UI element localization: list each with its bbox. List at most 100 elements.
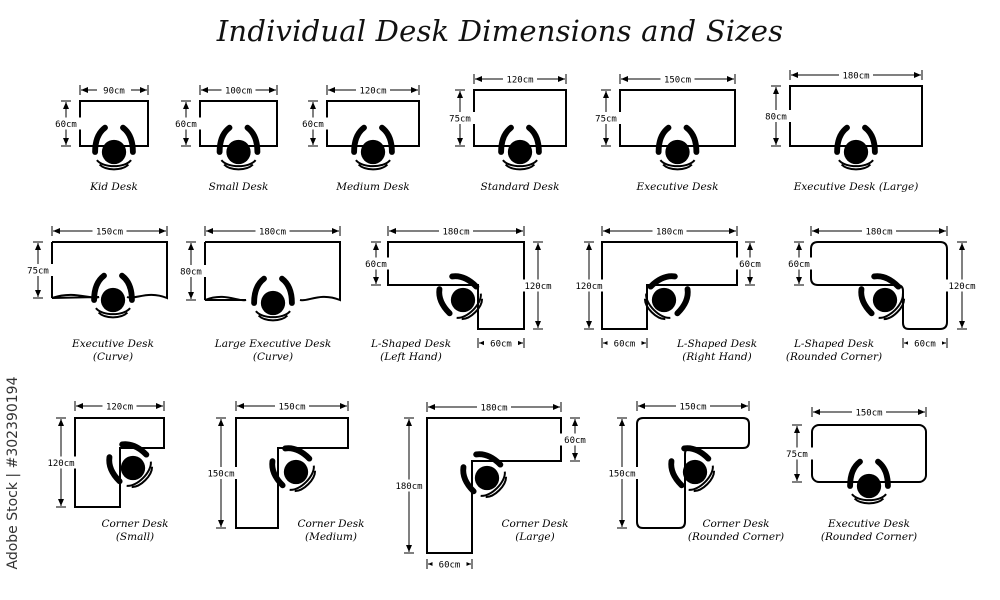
label-bg	[484, 337, 518, 349]
person-arm	[436, 286, 453, 317]
person-head	[682, 459, 708, 485]
person-arm	[106, 454, 123, 485]
desk-outline	[789, 85, 923, 147]
dimension-label: 180cm	[656, 228, 683, 238]
label-bg	[607, 337, 642, 349]
label-bg	[102, 400, 137, 412]
desk-name: Kid Desk	[89, 181, 138, 193]
chair-back	[840, 163, 872, 171]
desk-outline	[199, 100, 278, 147]
arrow-head	[773, 87, 779, 94]
person-arm	[460, 464, 477, 495]
dimension-label: 120cm	[575, 282, 602, 292]
person-arm	[119, 441, 150, 458]
desk-outline	[636, 417, 750, 529]
watermark: Adobe Stock | #302390194	[4, 360, 22, 585]
chair-back	[294, 470, 317, 493]
label-bg	[204, 467, 238, 479]
chair-back	[853, 497, 885, 505]
arrow-head	[727, 76, 734, 82]
label-bg	[759, 110, 793, 122]
dimension-label: 60cm	[788, 260, 810, 270]
person-arm	[473, 451, 504, 468]
chair-back	[257, 314, 289, 322]
desk-name: Corner Desk	[297, 518, 364, 530]
dimension-label: 60cm	[365, 260, 387, 270]
arrow-head	[959, 321, 965, 328]
chair-back	[126, 461, 152, 487]
label-bg	[558, 433, 592, 446]
arrow-head	[586, 321, 592, 328]
arrow-head	[58, 499, 64, 506]
label-bg	[97, 84, 131, 96]
arrow-head	[741, 403, 748, 409]
arrow-head	[475, 76, 482, 82]
chair-back	[662, 163, 693, 171]
chair-back	[289, 465, 315, 491]
desk-name: Corner Desk	[101, 518, 168, 530]
dimension-label: 60cm	[490, 340, 512, 350]
label-bg	[169, 117, 203, 130]
person-head	[100, 287, 126, 313]
label-bg	[908, 337, 942, 349]
person-head	[651, 287, 677, 313]
label-bg	[439, 225, 473, 237]
person-arm	[871, 273, 902, 290]
dimension-label: 60cm	[175, 120, 197, 130]
desk-outline	[473, 89, 567, 147]
dimension-label: 60cm	[614, 340, 636, 350]
desk-name: (Small)	[116, 531, 154, 543]
arrow-head	[603, 91, 609, 98]
desk-outline	[619, 89, 736, 147]
dimension-label: 150cm	[608, 470, 635, 480]
label-bg	[92, 225, 127, 237]
person-arm	[674, 286, 691, 317]
arrow-head	[411, 87, 418, 93]
person-icon	[91, 272, 135, 319]
arrow-head	[747, 277, 753, 284]
dimension-label: 60cm	[739, 260, 761, 270]
arrow-head	[81, 87, 88, 93]
person-arm	[498, 124, 514, 155]
desk-name: L-Shaped Desk	[676, 338, 757, 350]
person-head	[120, 455, 146, 481]
desk-outline	[811, 424, 927, 483]
dimension-label: 120cm	[948, 282, 975, 292]
person-head	[843, 139, 869, 165]
arrow-head	[621, 76, 628, 82]
arrow-head	[794, 426, 800, 433]
arrow-head	[201, 87, 208, 93]
desk-outline	[326, 100, 420, 147]
chair-back	[693, 470, 716, 493]
arrow-head	[218, 419, 224, 426]
person-arm	[351, 124, 367, 155]
person-arm	[120, 124, 136, 155]
dimension-label: 120cm	[359, 87, 386, 97]
dimension-label: 150cm	[664, 76, 691, 86]
arrow-head	[553, 404, 560, 410]
label-bg	[221, 84, 256, 96]
person-arm	[526, 124, 542, 155]
chair-back	[851, 493, 887, 502]
dimension-label: 150cm	[679, 403, 706, 413]
label-bg	[589, 112, 623, 124]
desk-outline	[387, 241, 525, 330]
person-head	[260, 290, 286, 316]
arrow-head	[406, 419, 412, 426]
desk-name: (Large)	[515, 531, 554, 543]
person-icon	[668, 445, 716, 493]
person-icon	[498, 124, 542, 171]
arrow-head	[918, 409, 925, 415]
dimension-label: 90cm	[103, 87, 125, 97]
chair-back	[645, 293, 671, 319]
chair-back	[223, 163, 254, 171]
chair-back	[485, 476, 508, 499]
arrow-head	[586, 243, 592, 250]
